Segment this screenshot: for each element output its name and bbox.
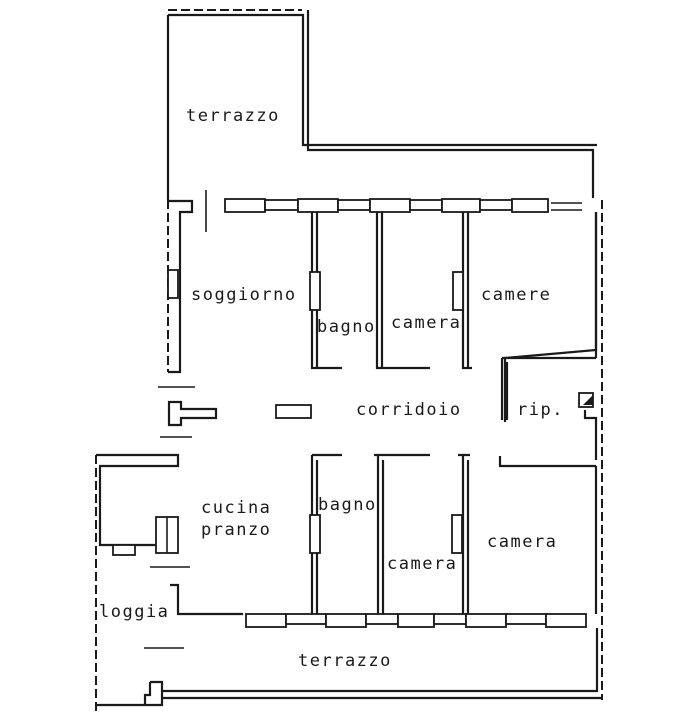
- room-label-camera-bottom: camera: [487, 532, 557, 552]
- room-label-bagno-top: bagno: [317, 317, 376, 337]
- terrace-top-walls: [166, 9, 597, 200]
- room-label-terrazzo-top: terrazzo: [186, 106, 280, 126]
- ripostiglio-walls: [498, 356, 598, 468]
- room-label-cucina: cucina: [201, 498, 271, 518]
- room-label-bagno-bottom: bagno: [318, 495, 377, 515]
- west-wall-upper: [167, 200, 179, 372]
- corridor-elements: [158, 386, 312, 438]
- kitchen-loggia-walls: [95, 453, 243, 712]
- room-label-camera-top: camera: [391, 313, 461, 333]
- south-wall: [245, 613, 587, 628]
- room-label-rip: rip.: [517, 400, 564, 420]
- interior-walls-top: [309, 200, 603, 700]
- room-label-camere: camere: [481, 285, 551, 305]
- north-wall: [168, 190, 582, 374]
- room-labels: terrazzo soggiorno bagno camera camere c…: [99, 106, 564, 671]
- room-label-loggia: loggia: [99, 602, 169, 622]
- shaft-icon: [583, 395, 593, 405]
- room-label-corridoio: corridoio: [356, 400, 462, 420]
- room-label-soggiorno: soggiorno: [191, 285, 297, 305]
- room-label-terrazzo-bottom: terrazzo: [298, 651, 392, 671]
- interior-walls-bottom: [309, 453, 598, 614]
- terrace-bottom-walls: [96, 628, 602, 707]
- room-label-camera-middle: camera: [387, 554, 457, 574]
- room-label-pranzo: pranzo: [201, 520, 271, 540]
